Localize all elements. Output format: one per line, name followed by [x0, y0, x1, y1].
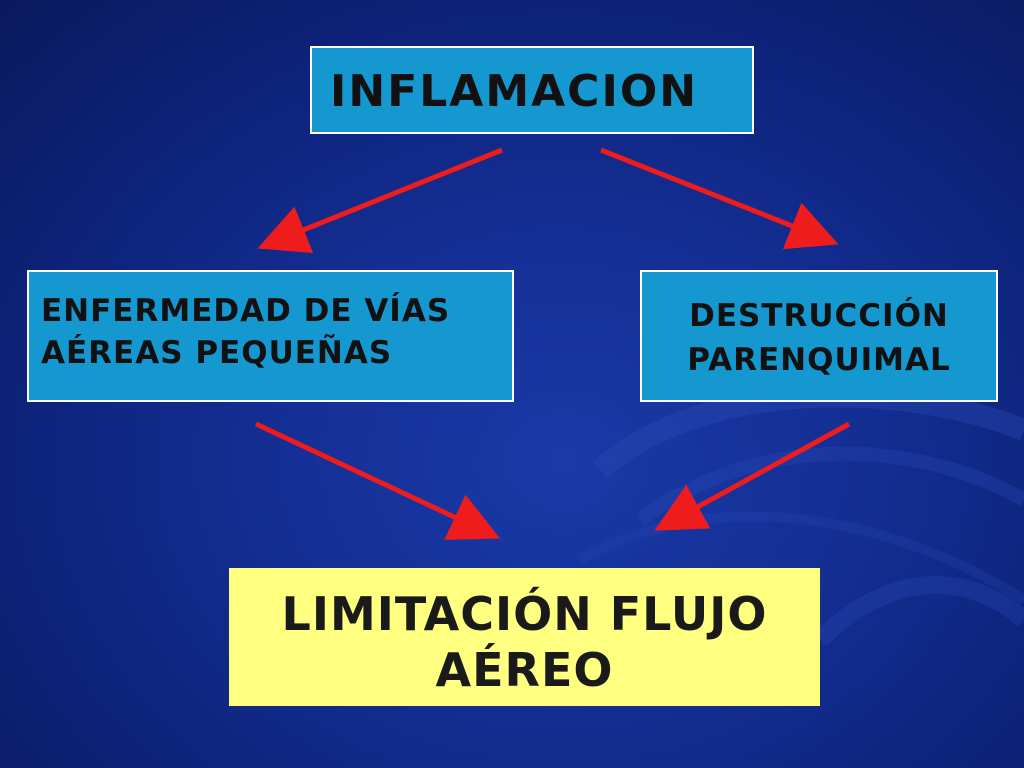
- inflamacion-label: INFLAMACION: [330, 66, 699, 117]
- parenchymal-destruction-box: DESTRUCCIÓN PARENQUIMAL: [640, 270, 998, 402]
- arrow-top-to-left: [257, 147, 503, 253]
- arrow-top-to-right: [600, 147, 839, 250]
- parenchymal-destruction-line-2: PARENQUIMAL: [687, 342, 951, 378]
- arrow-left-to-bottom: [254, 421, 501, 540]
- small-airway-disease-line-1: ENFERMEDAD DE VÍAS: [41, 293, 451, 329]
- airflow-limitation-line-1: LIMITACIÓN FLUJO: [281, 587, 768, 641]
- airflow-limitation-line-2: AÉREO: [435, 643, 614, 697]
- airflow-limitation-box: LIMITACIÓN FLUJO AÉREO: [229, 568, 820, 706]
- parenchymal-destruction-line-1: DESTRUCCIÓN: [689, 298, 949, 334]
- small-airway-disease-box: ENFERMEDAD DE VÍAS AÉREAS PEQUEÑAS: [27, 270, 514, 402]
- small-airway-disease-line-2: AÉREAS PEQUEÑAS: [41, 335, 393, 371]
- inflamacion-box: INFLAMACION: [310, 46, 754, 134]
- arrow-right-to-bottom: [654, 421, 851, 531]
